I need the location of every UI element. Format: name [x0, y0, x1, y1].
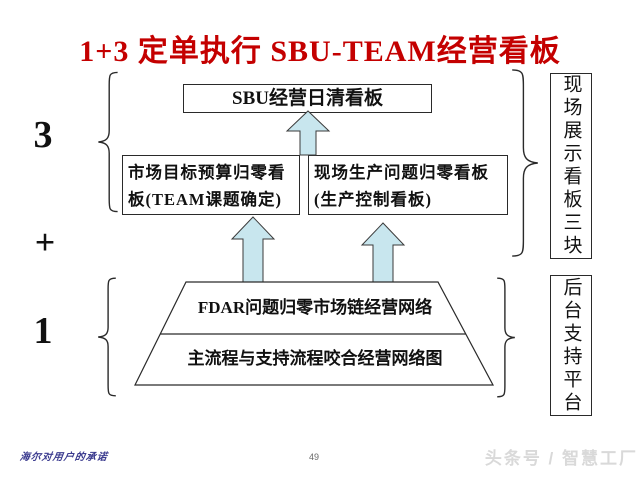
market-target-line1: 市场目标预算归零看 [128, 163, 286, 182]
handwritten-slogan: 海尔对用户的承诺 [18, 452, 109, 463]
label-plus: + [34, 222, 56, 262]
right-brace-bottom-icon [495, 277, 517, 398]
sbu-daily-kanban-box: SBU经营日清看板 [183, 84, 432, 113]
slide-title: 1+3 定单执行 SBU-TEAM经营看板 [79, 35, 561, 68]
left-brace-bottom-icon [96, 277, 118, 397]
display-boards-box: 现场展示看板三块 [550, 73, 592, 259]
fdar-network-label: FDAR问题归零市场链经营网络 [197, 298, 433, 317]
market-target-line2: 板(TEAM课题确定) [128, 190, 282, 209]
market-target-kanban-box: 市场目标预算归零看 板(TEAM课题确定) [122, 155, 300, 215]
arrow-up-center-icon [285, 110, 331, 156]
sbu-daily-kanban-label: SBU经营日清看板 [232, 88, 383, 109]
site-production-line1: 现场生产问题归零看板 [314, 163, 489, 182]
display-boards-label: 现场展示看板三块 [560, 74, 582, 258]
platform-trapezoid [134, 281, 495, 386]
watermark-text: 头条号 / 智慧工厂 [484, 449, 638, 468]
label-one: 1 [33, 310, 53, 352]
process-network-label: 主流程与支持流程咬合经营网络图 [187, 349, 443, 368]
arrow-up-left-icon [230, 216, 276, 283]
backstage-platform-box: 后台支持平台 [550, 275, 592, 416]
label-three: 3 [33, 114, 53, 156]
right-brace-top-icon [509, 68, 541, 258]
site-production-line2: (生产控制看板) [314, 190, 432, 209]
arrow-up-right-icon [360, 222, 406, 283]
site-production-kanban-box: 现场生产问题归零看板 (生产控制看板) [308, 155, 508, 215]
backstage-platform-label: 后台支持平台 [560, 276, 582, 415]
left-brace-top-icon [96, 71, 120, 213]
page-number: 49 [308, 452, 319, 462]
